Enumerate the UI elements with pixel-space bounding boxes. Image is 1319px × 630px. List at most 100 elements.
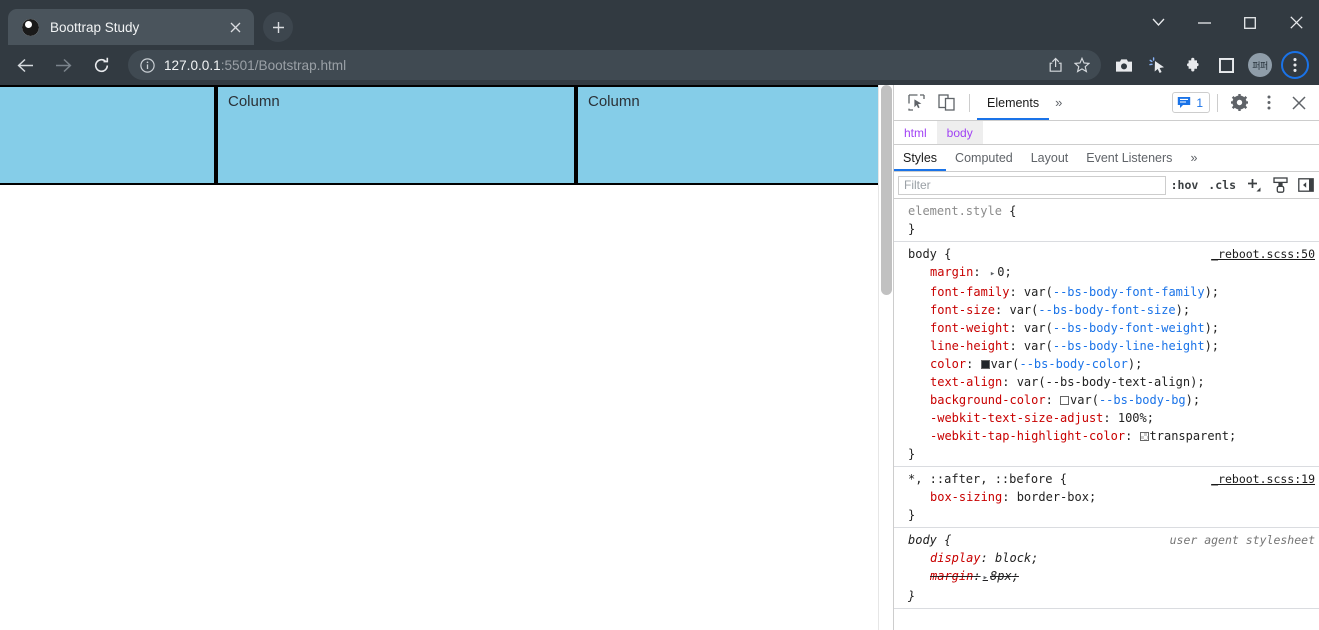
declaration-var[interactable]: --bs-body-bg	[1098, 393, 1186, 407]
declaration-property[interactable]: font-weight	[930, 321, 1010, 335]
window-controls	[1135, 0, 1319, 45]
declaration-var[interactable]: --bs-body-text-align	[1045, 375, 1191, 389]
maximize-button[interactable]	[1227, 0, 1273, 45]
declaration[interactable]: font-size: var(--bs-body-font-size);	[930, 303, 1191, 317]
rule-selector[interactable]: body	[908, 247, 937, 261]
declaration[interactable]: line-height: var(--bs-body-line-height);	[930, 339, 1220, 353]
paintbrush-icon[interactable]	[1267, 174, 1293, 196]
new-tab-button[interactable]	[263, 12, 293, 42]
extensions-icon[interactable]	[1177, 49, 1207, 81]
styles-subtabs: Styles Computed Layout Event Listeners »	[894, 145, 1319, 172]
color-swatch[interactable]	[1060, 396, 1070, 405]
declaration-var[interactable]: --bs-body-line-height	[1052, 339, 1205, 353]
declaration-property[interactable]: -webkit-tap-highlight-color	[930, 429, 1126, 443]
cls-toggle[interactable]: .cls	[1208, 178, 1236, 192]
declaration-var[interactable]: --bs-body-font-weight	[1052, 321, 1205, 335]
close-window-button[interactable]	[1273, 0, 1319, 45]
minimize-button[interactable]	[1181, 0, 1227, 45]
tab-layout[interactable]: Layout	[1030, 151, 1069, 165]
declaration-value[interactable]: transparent	[1149, 429, 1230, 443]
back-button[interactable]	[9, 49, 41, 81]
breadcrumb-html[interactable]: html	[904, 125, 927, 140]
vertical-dots-icon[interactable]	[1255, 90, 1283, 116]
new-style-rule-button[interactable]	[1241, 174, 1267, 196]
declaration[interactable]: background-color: var(--bs-body-bg);	[930, 393, 1201, 407]
styles-pane[interactable]: element.style { } body { _reboot.scss:50…	[894, 199, 1319, 630]
declaration[interactable]: margin: ▸0;	[930, 265, 1012, 279]
close-devtools-icon[interactable]	[1285, 90, 1313, 116]
declaration[interactable]: color: var(--bs-body-color);	[930, 357, 1143, 371]
gear-icon[interactable]	[1225, 90, 1253, 116]
declaration-property[interactable]: line-height	[930, 339, 1010, 353]
forward-button[interactable]	[47, 49, 79, 81]
declaration-var[interactable]: --bs-body-font-family	[1052, 285, 1205, 299]
styles-filter-row: Filter :hov .cls	[894, 172, 1319, 199]
share-icon[interactable]	[1043, 52, 1069, 78]
inspect-element-icon[interactable]	[902, 90, 930, 116]
more-subtabs-button[interactable]: »	[1190, 151, 1198, 165]
declaration-property[interactable]: font-family	[930, 285, 1010, 299]
style-rule[interactable]: *, ::after, ::before { _reboot.scss:19 b…	[894, 467, 1319, 528]
rule-selector[interactable]: element.style	[908, 204, 1002, 218]
declaration[interactable]: font-family: var(--bs-body-font-family);	[930, 285, 1220, 299]
tab-search-button[interactable]	[1135, 0, 1181, 45]
declaration[interactable]: font-weight: var(--bs-body-font-weight);	[930, 321, 1220, 335]
filter-input[interactable]: Filter	[898, 175, 1166, 195]
scrollbar-thumb[interactable]	[881, 85, 892, 295]
declaration-property[interactable]: font-size	[930, 303, 996, 317]
declaration-value[interactable]: border-box	[1016, 490, 1089, 504]
chrome-menu-button[interactable]	[1281, 51, 1309, 79]
rule-selector[interactable]: *, ::after, ::before	[908, 472, 1053, 486]
style-rule[interactable]: element.style { }	[894, 199, 1319, 242]
style-rule[interactable]: body { user agent stylesheet display: bl…	[894, 528, 1319, 609]
declaration-property[interactable]: box-sizing	[930, 490, 1003, 504]
rule-origin-link[interactable]: _reboot.scss:50	[1211, 247, 1315, 261]
color-swatch[interactable]	[1139, 432, 1149, 441]
page-scrollbar[interactable]	[878, 85, 893, 630]
declaration-property[interactable]: text-align	[930, 375, 1003, 389]
cursor-sparkle-icon[interactable]	[1143, 49, 1173, 81]
device-toolbar-icon[interactable]	[932, 90, 960, 116]
breadcrumb-body[interactable]: body	[936, 121, 983, 144]
declaration-property[interactable]: background-color	[930, 393, 1046, 407]
toggle-sidebar-icon[interactable]	[1293, 174, 1319, 196]
profile-avatar[interactable]: 퍼퍼	[1245, 49, 1275, 81]
screenshot-icon[interactable]	[1109, 49, 1139, 81]
hov-toggle[interactable]: :hov	[1170, 178, 1199, 192]
declaration-var[interactable]: --bs-body-font-size	[1038, 303, 1176, 317]
rule-header: body { _reboot.scss:50	[908, 247, 1315, 261]
declaration-property[interactable]: -webkit-text-size-adjust	[930, 411, 1104, 425]
declaration: margin:▸8px;	[930, 569, 1019, 583]
more-panels-button[interactable]: »	[1055, 95, 1063, 110]
browser-tab[interactable]: Boottrap Study	[8, 9, 254, 45]
rule-origin-link[interactable]: _reboot.scss:19	[1211, 472, 1315, 486]
close-tab-button[interactable]	[224, 16, 246, 38]
declaration: display: block;	[930, 551, 1039, 565]
tab-computed[interactable]: Computed	[955, 151, 1013, 165]
declaration[interactable]: -webkit-tap-highlight-color: transparent…	[930, 429, 1237, 443]
declaration-value[interactable]: 100%	[1117, 411, 1147, 425]
declaration-property[interactable]: color	[930, 357, 967, 371]
issues-badge[interactable]: 1	[1172, 92, 1210, 113]
style-rule[interactable]: body { _reboot.scss:50 margin: ▸0; font-…	[894, 242, 1319, 467]
info-circle-icon[interactable]	[138, 56, 156, 74]
address-bar[interactable]: 127.0.0.1:5501/Bootstrap.html	[128, 50, 1101, 80]
tab-event-listeners[interactable]: Event Listeners	[1086, 151, 1173, 165]
reload-button[interactable]	[85, 49, 117, 81]
tab-styles[interactable]: Styles	[894, 145, 946, 171]
declaration-var[interactable]: --bs-body-color	[1019, 357, 1128, 371]
url-text: 127.0.0.1:5501/Bootstrap.html	[164, 58, 1043, 73]
declaration[interactable]: text-align: var(--bs-body-text-align);	[930, 375, 1205, 389]
star-icon[interactable]	[1069, 52, 1095, 78]
url-host: 127.0.0.1	[164, 57, 221, 73]
declaration-property[interactable]: margin	[930, 265, 974, 279]
side-panel-icon[interactable]	[1211, 49, 1241, 81]
color-swatch[interactable]	[980, 360, 990, 369]
declaration[interactable]: -webkit-text-size-adjust: 100%;	[930, 411, 1154, 425]
browser-content: Column Column Column Column	[0, 85, 1319, 630]
rule-selector: body	[908, 533, 937, 547]
declaration[interactable]: box-sizing: border-box;	[930, 490, 1097, 504]
expander-arrow-icon[interactable]: ▸	[989, 269, 996, 279]
tab-elements[interactable]: Elements	[977, 85, 1049, 120]
declaration-value[interactable]: 0	[997, 265, 1005, 279]
